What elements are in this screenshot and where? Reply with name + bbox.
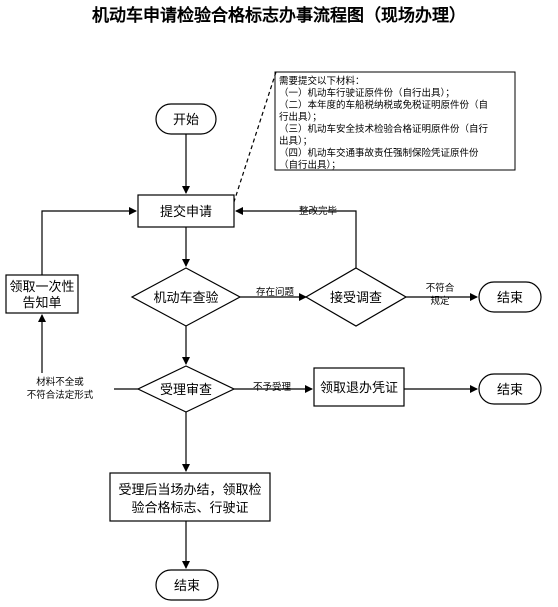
edge-label-incomplete: 不符合法定形式 bbox=[27, 389, 94, 401]
materials-note: 需要提交以下材料： （一）机动车行驶证原件份（自行出具）； （二）本年度的车船税… bbox=[274, 71, 516, 171]
note-connector bbox=[231, 71, 277, 209]
note-line: 行出具）； bbox=[279, 111, 322, 123]
investigate-node: 接受调查 bbox=[304, 267, 408, 327]
svg-text:受理后当场办结，领取检: 受理后当场办结，领取检 bbox=[118, 483, 261, 498]
edge-label-not-accepted: 不予受理 bbox=[253, 381, 292, 393]
svg-text:接受调查: 接受调查 bbox=[330, 290, 382, 306]
edge-label-incomplete: 材料不全或 bbox=[36, 376, 84, 388]
note-line: （二）本年度的车船税纳税或免税证明原件份（自 bbox=[279, 99, 488, 111]
final-node: 受理后当场办结，领取检 验合格标志、行驶证 bbox=[109, 472, 271, 522]
svg-text:提交申请: 提交申请 bbox=[160, 204, 212, 220]
edge-rectified bbox=[235, 207, 357, 268]
edge-label-rectified: 整改完毕 bbox=[299, 205, 338, 217]
return-voucher-node: 领取退办凭证 bbox=[313, 367, 405, 407]
start-node: 开始 bbox=[155, 103, 217, 135]
once-notice-node: 领取一次性 告知单 bbox=[5, 274, 79, 314]
edge-notice-submit bbox=[41, 207, 137, 275]
review-node: 受理审查 bbox=[136, 365, 236, 413]
edge-label-not-comply: 规定 bbox=[430, 295, 450, 307]
svg-text:受理审查: 受理审查 bbox=[160, 383, 212, 398]
svg-text:领取退办凭证: 领取退办凭证 bbox=[320, 381, 398, 396]
svg-text:开始: 开始 bbox=[173, 113, 199, 128]
end-right-node: 结束 bbox=[478, 281, 542, 313]
note-line: （自行出具）； bbox=[279, 159, 341, 171]
svg-text:验合格标志、行驶证: 验合格标志、行驶证 bbox=[131, 500, 248, 516]
edge-label-not-comply: 不符合 bbox=[426, 282, 455, 294]
inspect-node: 机动车查验 bbox=[130, 267, 242, 327]
end-bottom-node: 结束 bbox=[155, 569, 219, 601]
note-line: （四）机动车交通事故责任强制保险凭证原件份 bbox=[279, 147, 479, 159]
note-heading: 需要提交以下材料： bbox=[279, 75, 365, 87]
note-line: （一）机动车行驶证原件份（自行出具）； bbox=[279, 87, 455, 99]
svg-text:领取一次性: 领取一次性 bbox=[9, 279, 74, 295]
svg-text:告知单: 告知单 bbox=[22, 295, 61, 311]
note-line: 出具）； bbox=[279, 135, 312, 147]
submit-node: 提交申请 bbox=[137, 194, 235, 228]
svg-text:结束: 结束 bbox=[497, 383, 523, 398]
svg-text:结束: 结束 bbox=[497, 291, 523, 306]
page-title: 机动车申请检验合格标志办事流程图（现场办理） bbox=[92, 5, 466, 26]
svg-text:机动车查验: 机动车查验 bbox=[153, 290, 218, 306]
end-reject-node: 结束 bbox=[478, 373, 542, 405]
svg-text:结束: 结束 bbox=[174, 579, 200, 594]
note-line: （三）机动车安全技术检验合格证明原件份（自行 bbox=[279, 123, 489, 135]
edge-label-has-problem: 存在问题 bbox=[256, 286, 295, 298]
